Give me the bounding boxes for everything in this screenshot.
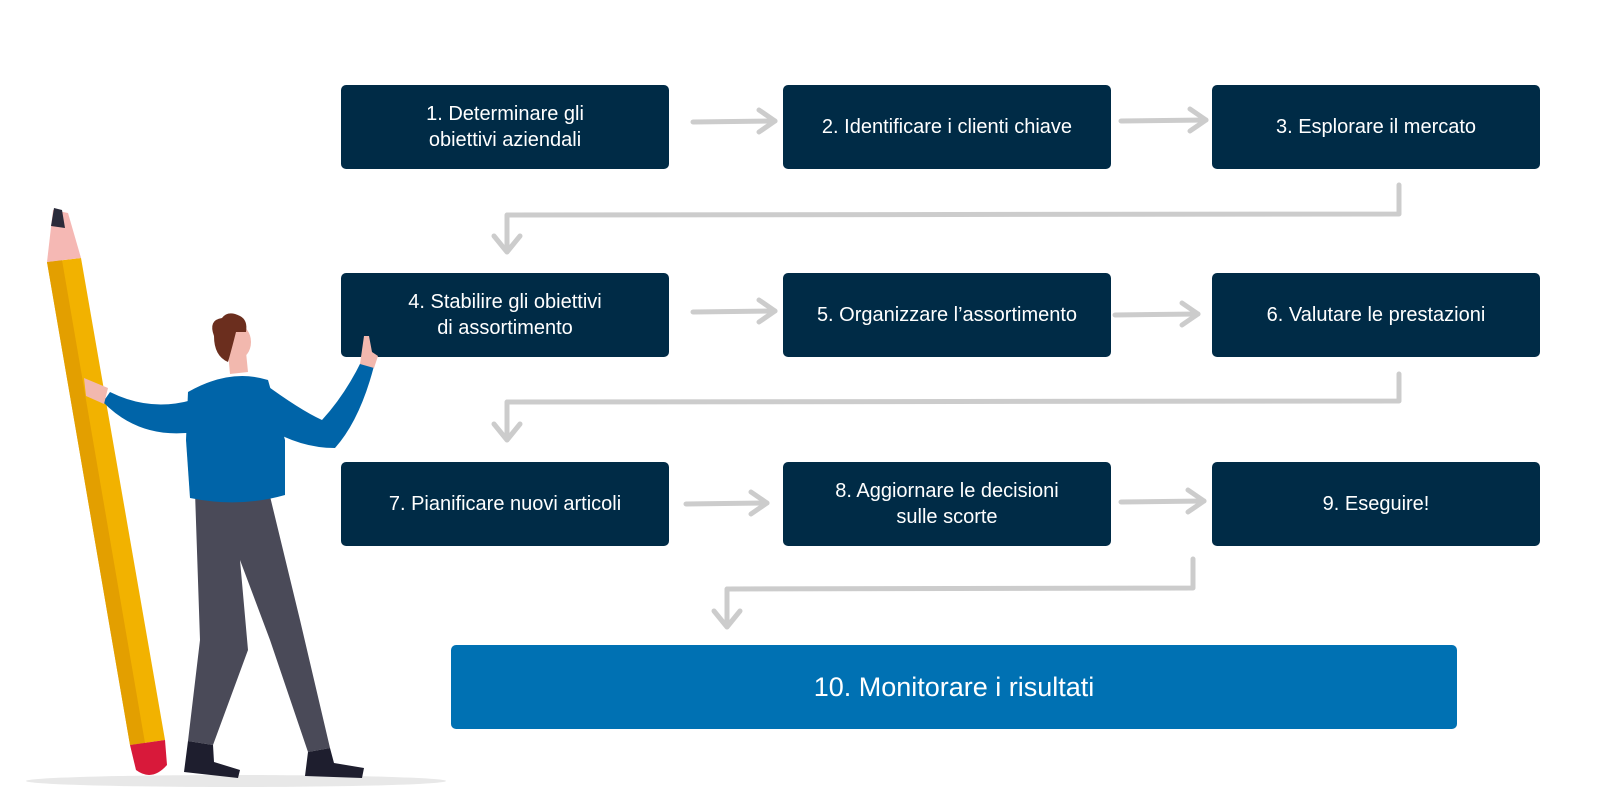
left-hand bbox=[84, 378, 108, 404]
step-5: 5. Organizzare l’assortimento bbox=[783, 273, 1111, 357]
right-hand-pointing bbox=[360, 336, 378, 368]
ground-shadow bbox=[26, 775, 446, 787]
step-10-final: 10. Monitorare i risultati bbox=[451, 645, 1457, 729]
arrow-6-7 bbox=[491, 371, 1402, 443]
step-4: 4. Stabilire gli obiettivi di assortimen… bbox=[341, 273, 669, 357]
pencil-icon bbox=[47, 208, 167, 775]
arrow-3-4 bbox=[491, 182, 1402, 255]
right-arm bbox=[262, 360, 374, 448]
arrow-1-2 bbox=[690, 107, 778, 135]
step-7: 7. Pianificare nuovi articoli bbox=[341, 462, 669, 546]
left-arm bbox=[103, 392, 195, 434]
step-2: 2. Identificare i clienti chiave bbox=[783, 85, 1111, 169]
step-6: 6. Valutare le prestazioni bbox=[1212, 273, 1540, 357]
person-pants bbox=[188, 488, 330, 752]
arrow-9-10 bbox=[711, 556, 1196, 630]
arrow-7-8 bbox=[683, 489, 770, 517]
step-1: 1. Determinare gli obiettivi aziendali bbox=[341, 85, 669, 169]
arrow-5-6 bbox=[1112, 300, 1201, 328]
right-shoe bbox=[305, 748, 364, 778]
person-shirt bbox=[186, 376, 285, 503]
step-3: 3. Esplorare il mercato bbox=[1212, 85, 1540, 169]
step-8: 8. Aggiornare le decisioni sulle scorte bbox=[783, 462, 1111, 546]
step-9: 9. Eseguire! bbox=[1212, 462, 1540, 546]
arrow-8-9 bbox=[1118, 487, 1207, 515]
left-shoe bbox=[184, 741, 240, 778]
arrow-4-5 bbox=[690, 297, 778, 325]
arrow-2-3 bbox=[1118, 106, 1209, 134]
hair bbox=[212, 313, 247, 362]
